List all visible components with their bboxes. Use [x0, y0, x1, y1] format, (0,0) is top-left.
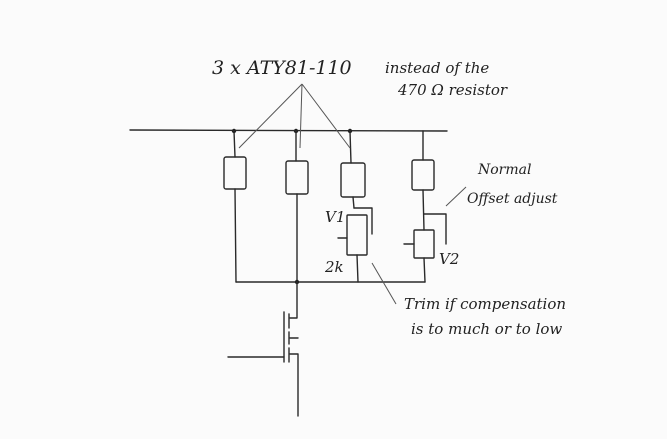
parts-annotation: 3 x ATY81-110	[212, 57, 352, 79]
normal-annotation: Normal	[477, 162, 531, 178]
offset-resistor	[411, 130, 435, 231]
sensor-resistor-2	[285, 130, 309, 283]
trim-annotation-2: is to much or to low	[411, 320, 562, 338]
top-rail	[129, 129, 448, 132]
v2-label: V2	[439, 250, 459, 268]
instead-annotation: instead of the	[385, 59, 489, 77]
resistor-annotation: 470 Ω resistor	[397, 81, 508, 99]
potentiometer-v1	[337, 207, 373, 283]
sensor-resistor-1	[223, 130, 247, 283]
resistor-2k-label: 2k	[324, 258, 344, 276]
annotation-pointers	[238, 83, 467, 305]
sensor-resistor-3	[340, 130, 366, 209]
v1-label: V1	[325, 208, 345, 226]
mosfet-transistor	[227, 281, 299, 417]
offset-annotation: Offset adjust	[467, 191, 558, 207]
trim-annotation: Trim if compensation	[404, 295, 566, 313]
potentiometer-v2	[403, 213, 447, 283]
